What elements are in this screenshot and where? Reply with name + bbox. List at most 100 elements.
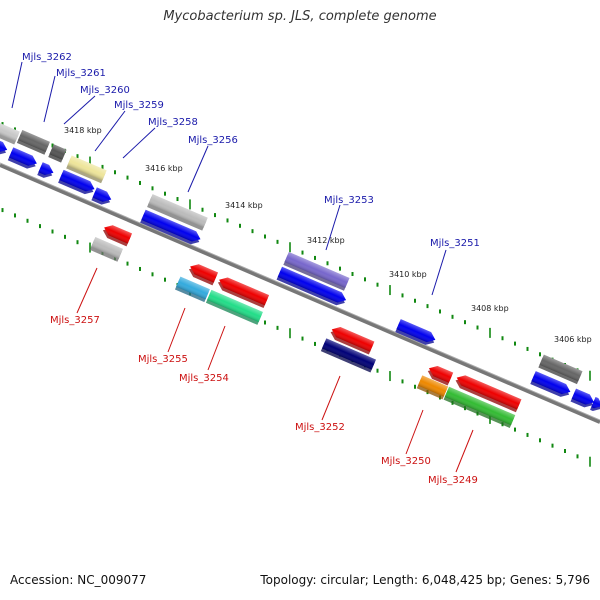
feature-Mjls_3258-shade (92, 187, 112, 202)
feature-Mjls_3261-shade (18, 130, 50, 152)
gene-label-Mjls_3255[interactable]: Mjls_3255 (138, 307, 188, 365)
feature-gray-6-shade (539, 354, 583, 382)
svg-text:Mjls_3250: Mjls_3250 (381, 456, 431, 467)
gene-label-Mjls_3258[interactable]: Mjls_3258 (122, 117, 198, 159)
svg-text:Mjls_3257: Mjls_3257 (50, 315, 100, 326)
feature-cds-red-6-shade (456, 375, 522, 410)
feature-Mjls_3259 (66, 155, 107, 184)
feature-Mjls_3251 (395, 319, 436, 345)
feature-cds-blue-5-shade (141, 209, 201, 242)
gene-label-Mjls_3262[interactable]: Mjls_3262 (11, 52, 72, 109)
feature-cds-blue-4-shade (59, 169, 95, 192)
feature-Mjls_3260-shade (49, 144, 67, 160)
gene-label-Mjls_3259[interactable]: Mjls_3259 (94, 100, 164, 152)
feature-cds-red-4 (330, 327, 375, 355)
scale-label-3416: 3416 kbp (145, 164, 183, 173)
feature-cds-blue-8 (570, 388, 595, 408)
feature-cds-blue-2-shade (8, 147, 37, 166)
feature-Mjls_3261 (16, 130, 50, 155)
scale-label-3414: 3414 kbp (225, 201, 263, 210)
gene-label-Mjls_3251[interactable]: Mjls_3251 (430, 238, 480, 296)
feature-cds-blue-3 (37, 162, 54, 178)
feature-cds-red-1 (102, 225, 133, 247)
gene-features (0, 118, 600, 428)
scale-label-3408: 3408 kbp (471, 304, 509, 313)
svg-text:Mjls_3261: Mjls_3261 (56, 68, 106, 79)
feature-Mjls_3250-shade (417, 375, 449, 397)
feature-cds-blue-6-shade (277, 266, 347, 303)
feature-cds-red-1-shade (104, 225, 133, 244)
feature-Mjls_3256-shade (148, 194, 208, 228)
feature-Mjls_3258 (91, 187, 112, 205)
scale-label-3412: 3412 kbp (307, 236, 345, 245)
svg-text:Mjls_3256: Mjls_3256 (188, 135, 238, 146)
svg-text:Mjls_3259: Mjls_3259 (114, 100, 164, 111)
map-title: Mycobacterium sp. JLS, complete genome (163, 9, 437, 24)
feature-cds-blue-5 (140, 209, 201, 245)
gene-label-Mjls_3257[interactable]: Mjls_3257 (50, 267, 100, 326)
feature-cds-red-2 (188, 264, 219, 286)
feature-cds-red-3-shade (219, 277, 270, 306)
svg-text:Mjls_3254: Mjls_3254 (179, 373, 229, 384)
gene-label-Mjls_3252[interactable]: Mjls_3252 (295, 375, 345, 433)
feature-cds-red-4-shade (331, 327, 375, 352)
feature-cds-blue-6 (276, 266, 347, 306)
feature-Mjls_3260 (48, 144, 67, 163)
feature-Mjls_3262 (0, 118, 20, 145)
gene-label-Mjls_3249[interactable]: Mjls_3249 (428, 429, 478, 486)
feature-Mjls_3253-shade (284, 251, 350, 289)
feature-Mjls_3254-shade (207, 289, 263, 323)
scale-label-3410: 3410 kbp (389, 270, 427, 279)
svg-text:Mjls_3262: Mjls_3262 (22, 52, 72, 63)
feature-cds-blue-1-shade (0, 137, 8, 153)
feature-Mjls_3252-shade (322, 338, 376, 370)
feature-Mjls_3255-shade (176, 276, 210, 300)
svg-text:Mjls_3255: Mjls_3255 (138, 354, 188, 365)
feature-cds-red-2-shade (190, 264, 219, 283)
scale-label-3406: 3406 kbp (554, 335, 592, 344)
feature-Mjls_3254 (205, 289, 263, 325)
gene-label-Mjls_3261[interactable]: Mjls_3261 (43, 68, 106, 123)
genome-backbone (0, 163, 600, 424)
feature-Mjls_3252 (320, 338, 376, 373)
feature-cds-blue-7-shade (531, 371, 571, 395)
feature-cds-blue-1 (0, 137, 8, 155)
feature-Mjls_3251-shade (396, 319, 436, 343)
feature-gray-6 (538, 354, 583, 385)
feature-Mjls_3257 (89, 237, 123, 262)
genome-backbone-highlight (0, 162, 600, 421)
feature-cds-blue-3-shade (38, 162, 54, 176)
feature-cds-red-5 (427, 365, 454, 386)
svg-text:Mjls_3253: Mjls_3253 (324, 195, 374, 206)
accession-text: Accession: NC_009077 (10, 573, 147, 587)
feature-Mjls_3262-shade (0, 118, 20, 142)
gene-label-Mjls_3260[interactable]: Mjls_3260 (63, 85, 130, 125)
gene-label-Mjls_3254[interactable]: Mjls_3254 (179, 325, 229, 384)
scale-label-3418: 3418 kbp (64, 126, 102, 135)
svg-text:Mjls_3260: Mjls_3260 (80, 85, 130, 96)
feature-cds-blue-8-shade (571, 388, 595, 405)
svg-text:Mjls_3258: Mjls_3258 (148, 117, 198, 128)
feature-Mjls_3255 (174, 276, 210, 303)
feature-Mjls_3257-shade (91, 237, 123, 259)
feature-Mjls_3249 (443, 386, 516, 428)
feature-cds-blue-2 (7, 147, 37, 169)
gene-label-Mjls_3253[interactable]: Mjls_3253 (324, 195, 374, 251)
feature-cds-blue-4 (58, 169, 95, 195)
gene-label-Mjls_3250[interactable]: Mjls_3250 (381, 409, 431, 467)
svg-text:Mjls_3252: Mjls_3252 (295, 422, 345, 433)
feature-Mjls_3256 (147, 194, 208, 231)
feature-cds-red-3 (217, 277, 270, 309)
feature-cds-red-6 (455, 375, 522, 413)
svg-text:Mjls_3251: Mjls_3251 (430, 238, 480, 249)
feature-cds-red-5-shade (428, 365, 454, 383)
feature-Mjls_3259-shade (67, 155, 107, 181)
feature-cds-blue-7 (530, 371, 571, 397)
genome-summary-text: Topology: circular; Length: 6,048,425 bp… (260, 573, 590, 587)
gene-label-Mjls_3256[interactable]: Mjls_3256 (187, 135, 238, 193)
feature-Mjls_3253 (283, 251, 350, 291)
svg-text:Mjls_3249: Mjls_3249 (428, 475, 478, 486)
feature-Mjls_3250 (416, 375, 449, 400)
feature-Mjls_3249-shade (444, 386, 516, 426)
